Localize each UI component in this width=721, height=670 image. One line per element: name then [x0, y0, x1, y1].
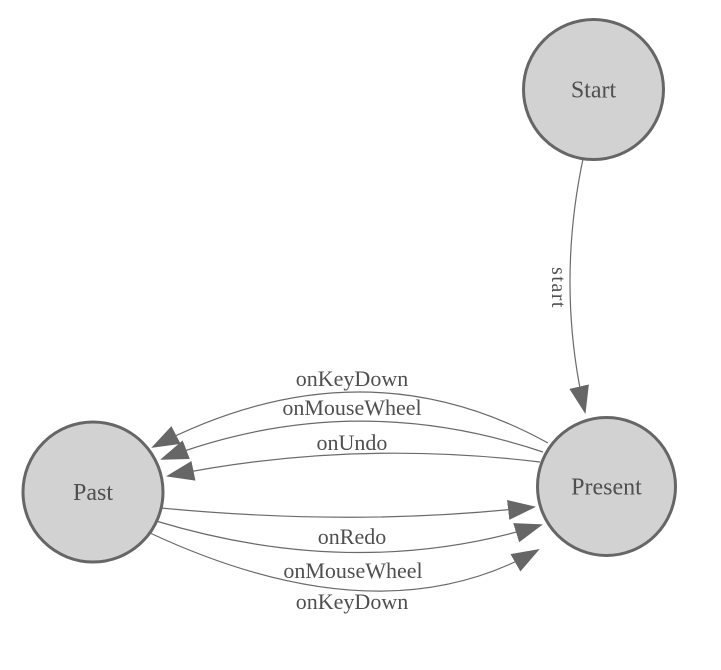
edge-path-start — [569, 158, 589, 414]
edge-present-to-past-onmousewheel: onMouseWheel — [160, 395, 544, 460]
edge-present-to-past-onundo: onUndo — [166, 430, 541, 481]
edge-past-to-present-onkeydown: onKeyDown — [149, 532, 540, 614]
edge-path-onkeydown-top — [151, 391, 549, 448]
edge-path-onmousewheel-bottom — [155, 520, 543, 554]
edge-past-to-present-onmousewheel: onMouseWheel — [155, 520, 543, 583]
edge-label-onkeydown-bottom: onKeyDown — [296, 589, 408, 614]
edge-label-onmousewheel-bottom: onMouseWheel — [283, 558, 422, 583]
edge-label-onredo: onRedo — [318, 524, 386, 549]
edge-label-onundo: onUndo — [317, 430, 388, 455]
edge-past-to-present-onredo: onRedo — [160, 500, 536, 549]
state-node-present: Present — [536, 416, 677, 557]
edge-label-onkeydown-top: onKeyDown — [296, 366, 408, 391]
state-node-start: Start — [522, 18, 665, 161]
edge-path-onredo — [160, 500, 536, 520]
state-node-past: Past — [21, 420, 165, 564]
edge-present-to-past-onkeydown: onKeyDown — [151, 366, 549, 448]
edge-label-onmousewheel-top: onMouseWheel — [282, 395, 421, 420]
start-node-label: Start — [571, 78, 617, 104]
edge-path-onkeydown-bottom — [149, 532, 540, 592]
past-node-label: Past — [73, 480, 113, 506]
edge-label-start: start — [547, 267, 569, 309]
present-node-label: Present — [571, 475, 642, 501]
edge-path-onmousewheel-top — [160, 420, 544, 460]
start-node-circle — [522, 18, 665, 161]
present-node-circle — [536, 416, 677, 557]
edge-path-onundo — [166, 452, 541, 481]
edge-start-to-present: start — [547, 158, 589, 414]
past-node-circle — [21, 420, 165, 564]
